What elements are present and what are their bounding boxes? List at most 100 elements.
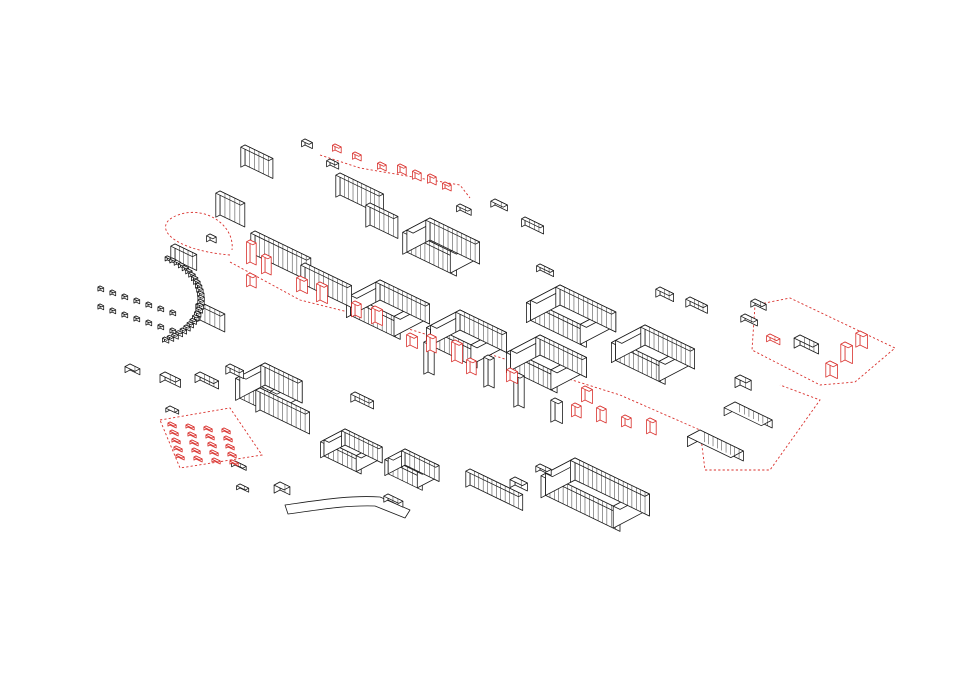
small-building-5 (165, 405, 180, 415)
zone-east (751, 297, 896, 386)
proposed-building-17 (352, 151, 362, 162)
village-house-2 (109, 289, 117, 297)
proposed-unit-7 (205, 433, 215, 441)
block-courtyard-1 (235, 362, 303, 417)
crescent-house-23 (175, 330, 184, 338)
block-courtyard-7 (402, 217, 481, 277)
zone-north (319, 154, 471, 199)
block-bar-south (555, 284, 617, 333)
proposed-unit-1 (167, 421, 177, 429)
proposed-building-14 (621, 414, 632, 429)
hall-east-2 (723, 401, 773, 429)
small-building-21 (326, 158, 340, 170)
village-house-10 (121, 311, 129, 319)
proposed-building-24 (840, 341, 853, 365)
village-house-5 (145, 301, 153, 309)
village-house-11 (133, 315, 141, 323)
crescent-house-19 (189, 317, 197, 325)
proposed-building-5 (351, 300, 362, 319)
existing-building-blocks (97, 138, 819, 532)
proposed-buildings (167, 143, 868, 467)
slab-west-long (255, 387, 311, 435)
small-building-17 (456, 203, 472, 216)
proposed-building-6 (371, 305, 383, 327)
block-bar-south (341, 428, 383, 464)
proposed-unit-12 (225, 443, 235, 451)
proposed-building-23 (825, 360, 838, 380)
block-courtyard-3 (425, 309, 507, 369)
small-building-15 (521, 216, 544, 235)
small-building-10 (734, 374, 752, 391)
proposed-unit-2 (185, 423, 195, 431)
proposed-unit-11 (207, 441, 217, 449)
block-bar-south (375, 279, 431, 325)
small-building-1 (124, 363, 141, 376)
village-house-6 (157, 305, 165, 313)
hall-east-1 (687, 429, 744, 462)
proposed-unit-10 (189, 439, 199, 447)
small-building-25 (535, 463, 552, 476)
small-building-14 (536, 263, 554, 278)
crescent-house-17 (194, 310, 202, 318)
proposed-building-9 (451, 339, 463, 365)
small-building-4 (225, 363, 245, 380)
proposed-unit-8 (223, 435, 233, 443)
village-house-7 (169, 309, 177, 317)
proposed-building-11 (506, 367, 518, 385)
block-bar-south (640, 324, 695, 370)
proposed-unit-5 (169, 429, 179, 437)
block-bar-south (455, 309, 507, 353)
proposed-building-4 (316, 281, 328, 305)
village-house-4 (133, 297, 141, 305)
proposed-building-16 (332, 143, 342, 154)
small-building-11 (750, 298, 767, 311)
block-bar-south (535, 334, 587, 378)
viaduct-station (383, 493, 404, 508)
crescent-house-24 (171, 332, 179, 340)
small-building-22 (793, 334, 819, 355)
slab-wave-mid (300, 262, 352, 308)
proposed-building-25 (855, 330, 868, 350)
crescent-house-22 (179, 327, 188, 335)
crescent-house-10 (194, 282, 203, 290)
small-building-3 (194, 371, 220, 390)
proposed-building-12 (571, 402, 582, 419)
small-building-20 (301, 138, 313, 150)
curved-viaduct (284, 496, 411, 519)
proposed-building-1 (246, 239, 257, 266)
crescent-house-12 (197, 290, 205, 298)
proposed-unit-16 (227, 451, 237, 459)
crescent-house-20 (186, 321, 194, 329)
proposed-building-13 (596, 405, 607, 424)
block-bar-south (260, 362, 303, 404)
proposed-building-7 (406, 332, 418, 350)
block-bar-south (401, 448, 440, 482)
block-courtyard-10 (384, 448, 440, 491)
tower-4 (550, 397, 563, 425)
proposed-unit-20 (229, 459, 239, 467)
proposed-unit-19 (211, 457, 221, 465)
small-building-23 (740, 313, 758, 327)
proposed-building-21 (427, 173, 437, 186)
village-house-3 (121, 293, 129, 301)
small-building-8 (273, 481, 291, 496)
proposed-building-22 (442, 181, 452, 192)
crescent-house-26 (161, 336, 170, 344)
small-building-9 (350, 391, 375, 410)
proposed-unit-9 (171, 437, 181, 445)
village-house-9 (109, 307, 117, 315)
proposed-building-3 (296, 275, 308, 295)
small-building-19 (240, 144, 274, 179)
small-building-16 (490, 198, 508, 212)
proposed-unit-17 (175, 453, 185, 461)
proposed-building-10 (466, 357, 477, 376)
proposed-unit-14 (191, 447, 201, 455)
proposed-building-18 (377, 161, 387, 172)
village-house-14 (169, 327, 177, 335)
block-courtyard-5 (526, 284, 617, 348)
proposed-building-26 (766, 333, 781, 346)
proposed-unit-4 (221, 427, 231, 435)
zone-central-corridor (229, 261, 821, 471)
intervention-zones (159, 154, 896, 471)
